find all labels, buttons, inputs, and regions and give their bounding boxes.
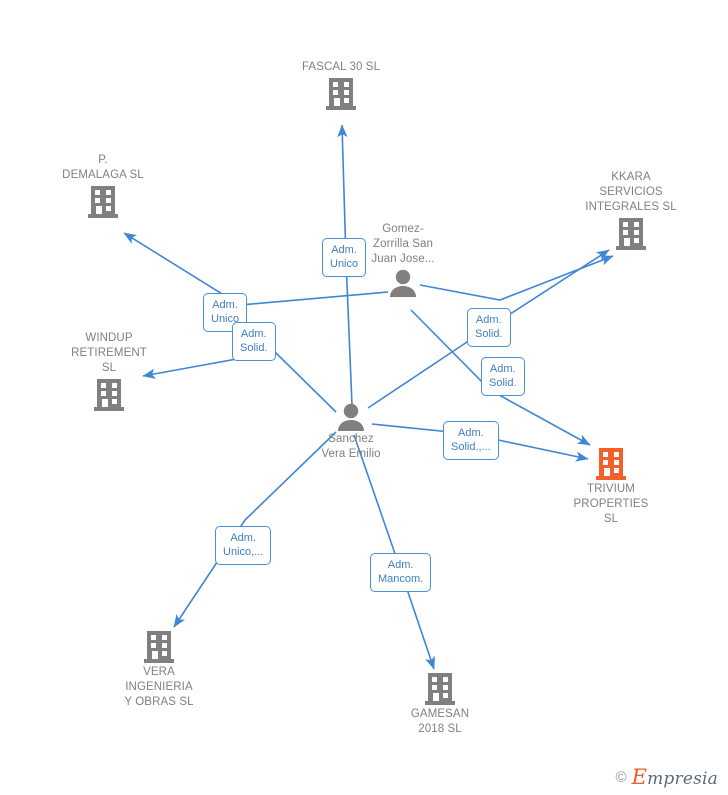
edge-label-adm-solid-kkara[interactable]: Adm. Solid. — [467, 308, 511, 347]
node-label-line: TRIVIUM — [587, 483, 635, 495]
node-label-line: GAMESAN — [410, 708, 470, 720]
node-label-line: Vera Emilio — [321, 448, 381, 460]
edge-label-line: Unico — [211, 313, 240, 325]
node-sanchez-vera-emilio[interactable]: Sanchez Vera Emilio — [286, 403, 416, 462]
node-fascal-30-sl[interactable]: FASCAL 30 SL — [276, 60, 406, 111]
node-label: KKARA SERVICIOS INTEGRALES SL — [566, 170, 696, 215]
brand-capital: E — [631, 765, 648, 789]
watermark: © Empresia — [616, 765, 718, 789]
node-label-line: WINDUP — [85, 332, 133, 344]
edge-label-adm-unico-vera[interactable]: Adm. Unico,... — [215, 526, 272, 565]
node-label-line: INTEGRALES SL — [585, 201, 677, 213]
edge-label-line: Solid. — [489, 377, 517, 389]
edge-label-line: Adm. — [387, 559, 414, 571]
node-windup-retirement-sl[interactable]: WINDUP RETIREMENT SL — [44, 331, 174, 412]
edge-gomez-kkara — [419, 255, 614, 301]
brand-rest: mpresia — [647, 769, 718, 789]
node-label: GAMESAN 2018 SL — [375, 707, 505, 737]
edge-label-line: Unico — [330, 258, 359, 270]
node-vera-ingenieria-y-obras-sl[interactable]: VERA INGENIERIA Y OBRAS SL — [94, 630, 224, 710]
node-label: VERA INGENIERIA Y OBRAS SL — [94, 665, 224, 710]
node-label-line: SERVICIOS — [599, 186, 663, 198]
edge-label-line: Adm. — [489, 363, 516, 375]
node-label-line: 2018 SL — [418, 723, 462, 735]
edge-label-adm-solid-trivium-sanchez[interactable]: Adm. Solid.,... — [443, 421, 499, 460]
building-icon — [375, 672, 505, 706]
edge-label-line: Adm. — [331, 244, 357, 256]
node-trivium-properties-sl[interactable]: TRIVIUM PROPERTIES SL — [546, 447, 676, 527]
edge-label-line: Adm. — [230, 532, 257, 544]
copyright-icon: © — [615, 768, 627, 786]
node-label-line: KKARA — [611, 171, 651, 183]
edge-sanchez-gamesan — [353, 434, 435, 670]
edge-sanchez-vera — [173, 431, 337, 628]
node-label: P. DEMALAGA SL — [38, 153, 168, 183]
building-icon — [94, 630, 224, 664]
person-icon — [338, 269, 468, 297]
edge-label-adm-solid-trivium-gomez[interactable]: Adm. Solid. — [481, 357, 525, 396]
building-icon — [566, 217, 696, 251]
edge-label-adm-unico-fascal[interactable]: Adm. Unico — [322, 238, 367, 277]
node-label-line: DEMALAGA SL — [62, 169, 144, 181]
node-label-line: Juan Jose... — [371, 253, 435, 265]
node-p-demalaga-sl[interactable]: P. DEMALAGA SL — [38, 153, 168, 219]
node-label-line: SL — [603, 513, 619, 525]
node-gamesan-2018-sl[interactable]: GAMESAN 2018 SL — [375, 672, 505, 737]
node-label-line: RETIREMENT — [71, 347, 147, 359]
edge-label-line: Solid.,... — [451, 441, 491, 453]
edge-label-line: Solid. — [240, 342, 268, 354]
node-label-line: VERA — [143, 666, 175, 678]
edge-label-adm-solid-windup[interactable]: Adm. Solid. — [232, 322, 276, 361]
node-label: FASCAL 30 SL — [301, 61, 381, 73]
edge-label-adm-mancom-gamesan[interactable]: Adm. Mancom. — [370, 553, 432, 592]
edge-label-line: Adm. — [458, 427, 484, 439]
node-label-line: Zorrilla San — [373, 238, 433, 250]
edge-label-line: Solid. — [475, 328, 503, 340]
node-label-line: P. — [98, 154, 108, 166]
edge-label-line: Unico,... — [223, 546, 264, 558]
node-label: Sanchez Vera Emilio — [286, 432, 416, 462]
node-label-line: Gomez- — [382, 223, 424, 235]
edge-label-line: Adm. — [475, 314, 502, 326]
person-icon — [286, 403, 416, 431]
edge-label-line: Mancom. — [378, 573, 424, 585]
node-label: TRIVIUM PROPERTIES SL — [546, 482, 676, 527]
node-label-line: PROPERTIES — [573, 498, 649, 510]
building-icon — [546, 447, 676, 481]
node-label: WINDUP RETIREMENT SL — [44, 331, 174, 376]
node-label-line: INGENIERIA — [125, 681, 193, 693]
edge-label-line: Adm. — [212, 299, 238, 311]
node-label-line: Y OBRAS SL — [124, 696, 194, 708]
edge-label-line: Adm. — [240, 328, 267, 340]
building-icon — [276, 77, 406, 111]
node-gomez-zorrilla-san-juan-jose[interactable]: Gomez- Zorrilla San Juan Jose... — [338, 222, 468, 297]
node-label-line: Sanchez — [328, 433, 374, 445]
node-kkara-servicios-integrales-sl[interactable]: KKARA SERVICIOS INTEGRALES SL — [566, 170, 696, 251]
node-label: Gomez- Zorrilla San Juan Jose... — [338, 222, 468, 267]
node-label-line: SL — [101, 362, 117, 374]
building-icon — [44, 378, 174, 412]
building-icon — [38, 185, 168, 219]
empresia-logo: Empresia — [632, 765, 718, 789]
